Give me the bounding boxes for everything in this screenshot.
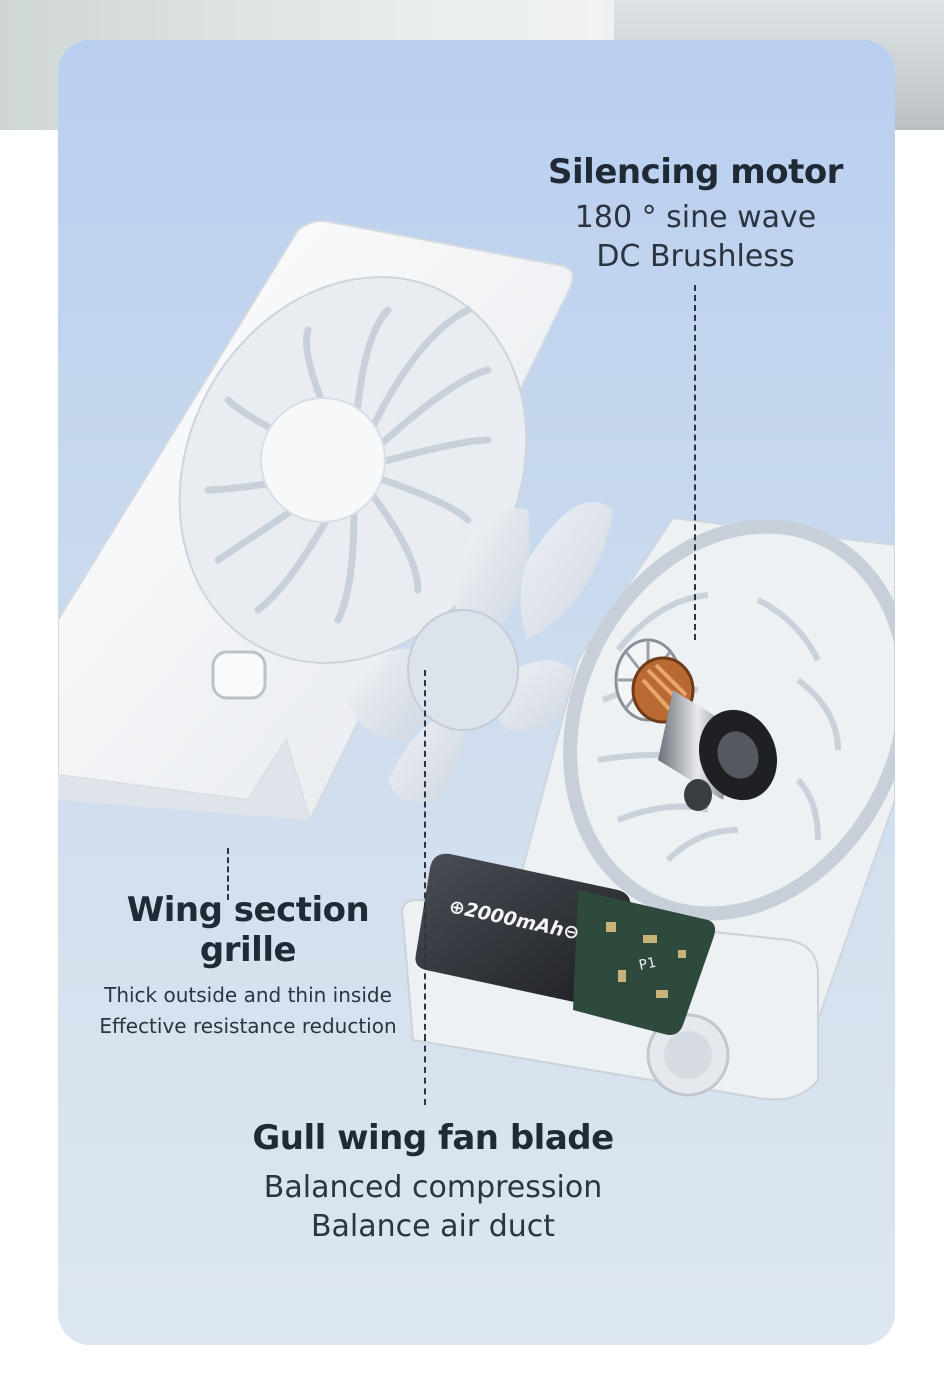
silencing-motor-line1: 180 ° sine wave — [574, 200, 817, 235]
product-feature-card: P1 ⊕2000mAh⊖ Silencing motor 180 ° sine … — [58, 40, 895, 1345]
gull-blade-callout: Gull wing fan blade Balanced compression… — [248, 1118, 618, 1246]
silencing-motor-title: Silencing motor — [548, 152, 843, 192]
battery-pack: P1 ⊕2000mAh⊖ — [401, 853, 819, 1101]
gull-blade-line2: Balance air duct — [310, 1209, 556, 1244]
wing-grille-leader-line — [227, 848, 229, 900]
wing-grille-line2: Effective resistance reduction — [99, 1014, 397, 1038]
silencing-motor-callout: Silencing motor 180 ° sine wave DC Brush… — [548, 152, 843, 276]
fan-blade-assembly — [348, 501, 613, 803]
wing-grille-line1: Thick outside and thin inside — [104, 983, 392, 1007]
silencing-motor-leader-line — [694, 285, 696, 640]
board-marking-label: P1 — [638, 955, 658, 974]
battery-plus-icon: ⊕ — [447, 895, 467, 920]
wing-grille-title: Wing section grille — [126, 890, 370, 970]
gull-blade-line1: Balanced compression — [263, 1170, 603, 1205]
exploded-fan-illustration: P1 ⊕2000mAh⊖ — [58, 220, 895, 1101]
brushless-motor — [614, 638, 778, 811]
battery-minus-icon: ⊖ — [561, 920, 581, 945]
power-button-icon — [211, 650, 267, 700]
front-housing-panel — [58, 220, 574, 823]
gull-blade-leader-line-upper — [424, 670, 426, 1040]
gull-blade-title: Gull wing fan blade — [252, 1118, 614, 1158]
gull-blade-leader-line-lower — [424, 1035, 426, 1105]
wing-grille-callout: Wing section grille Thick outside and th… — [88, 890, 408, 1042]
silencing-motor-line2: DC Brushless — [596, 239, 795, 274]
